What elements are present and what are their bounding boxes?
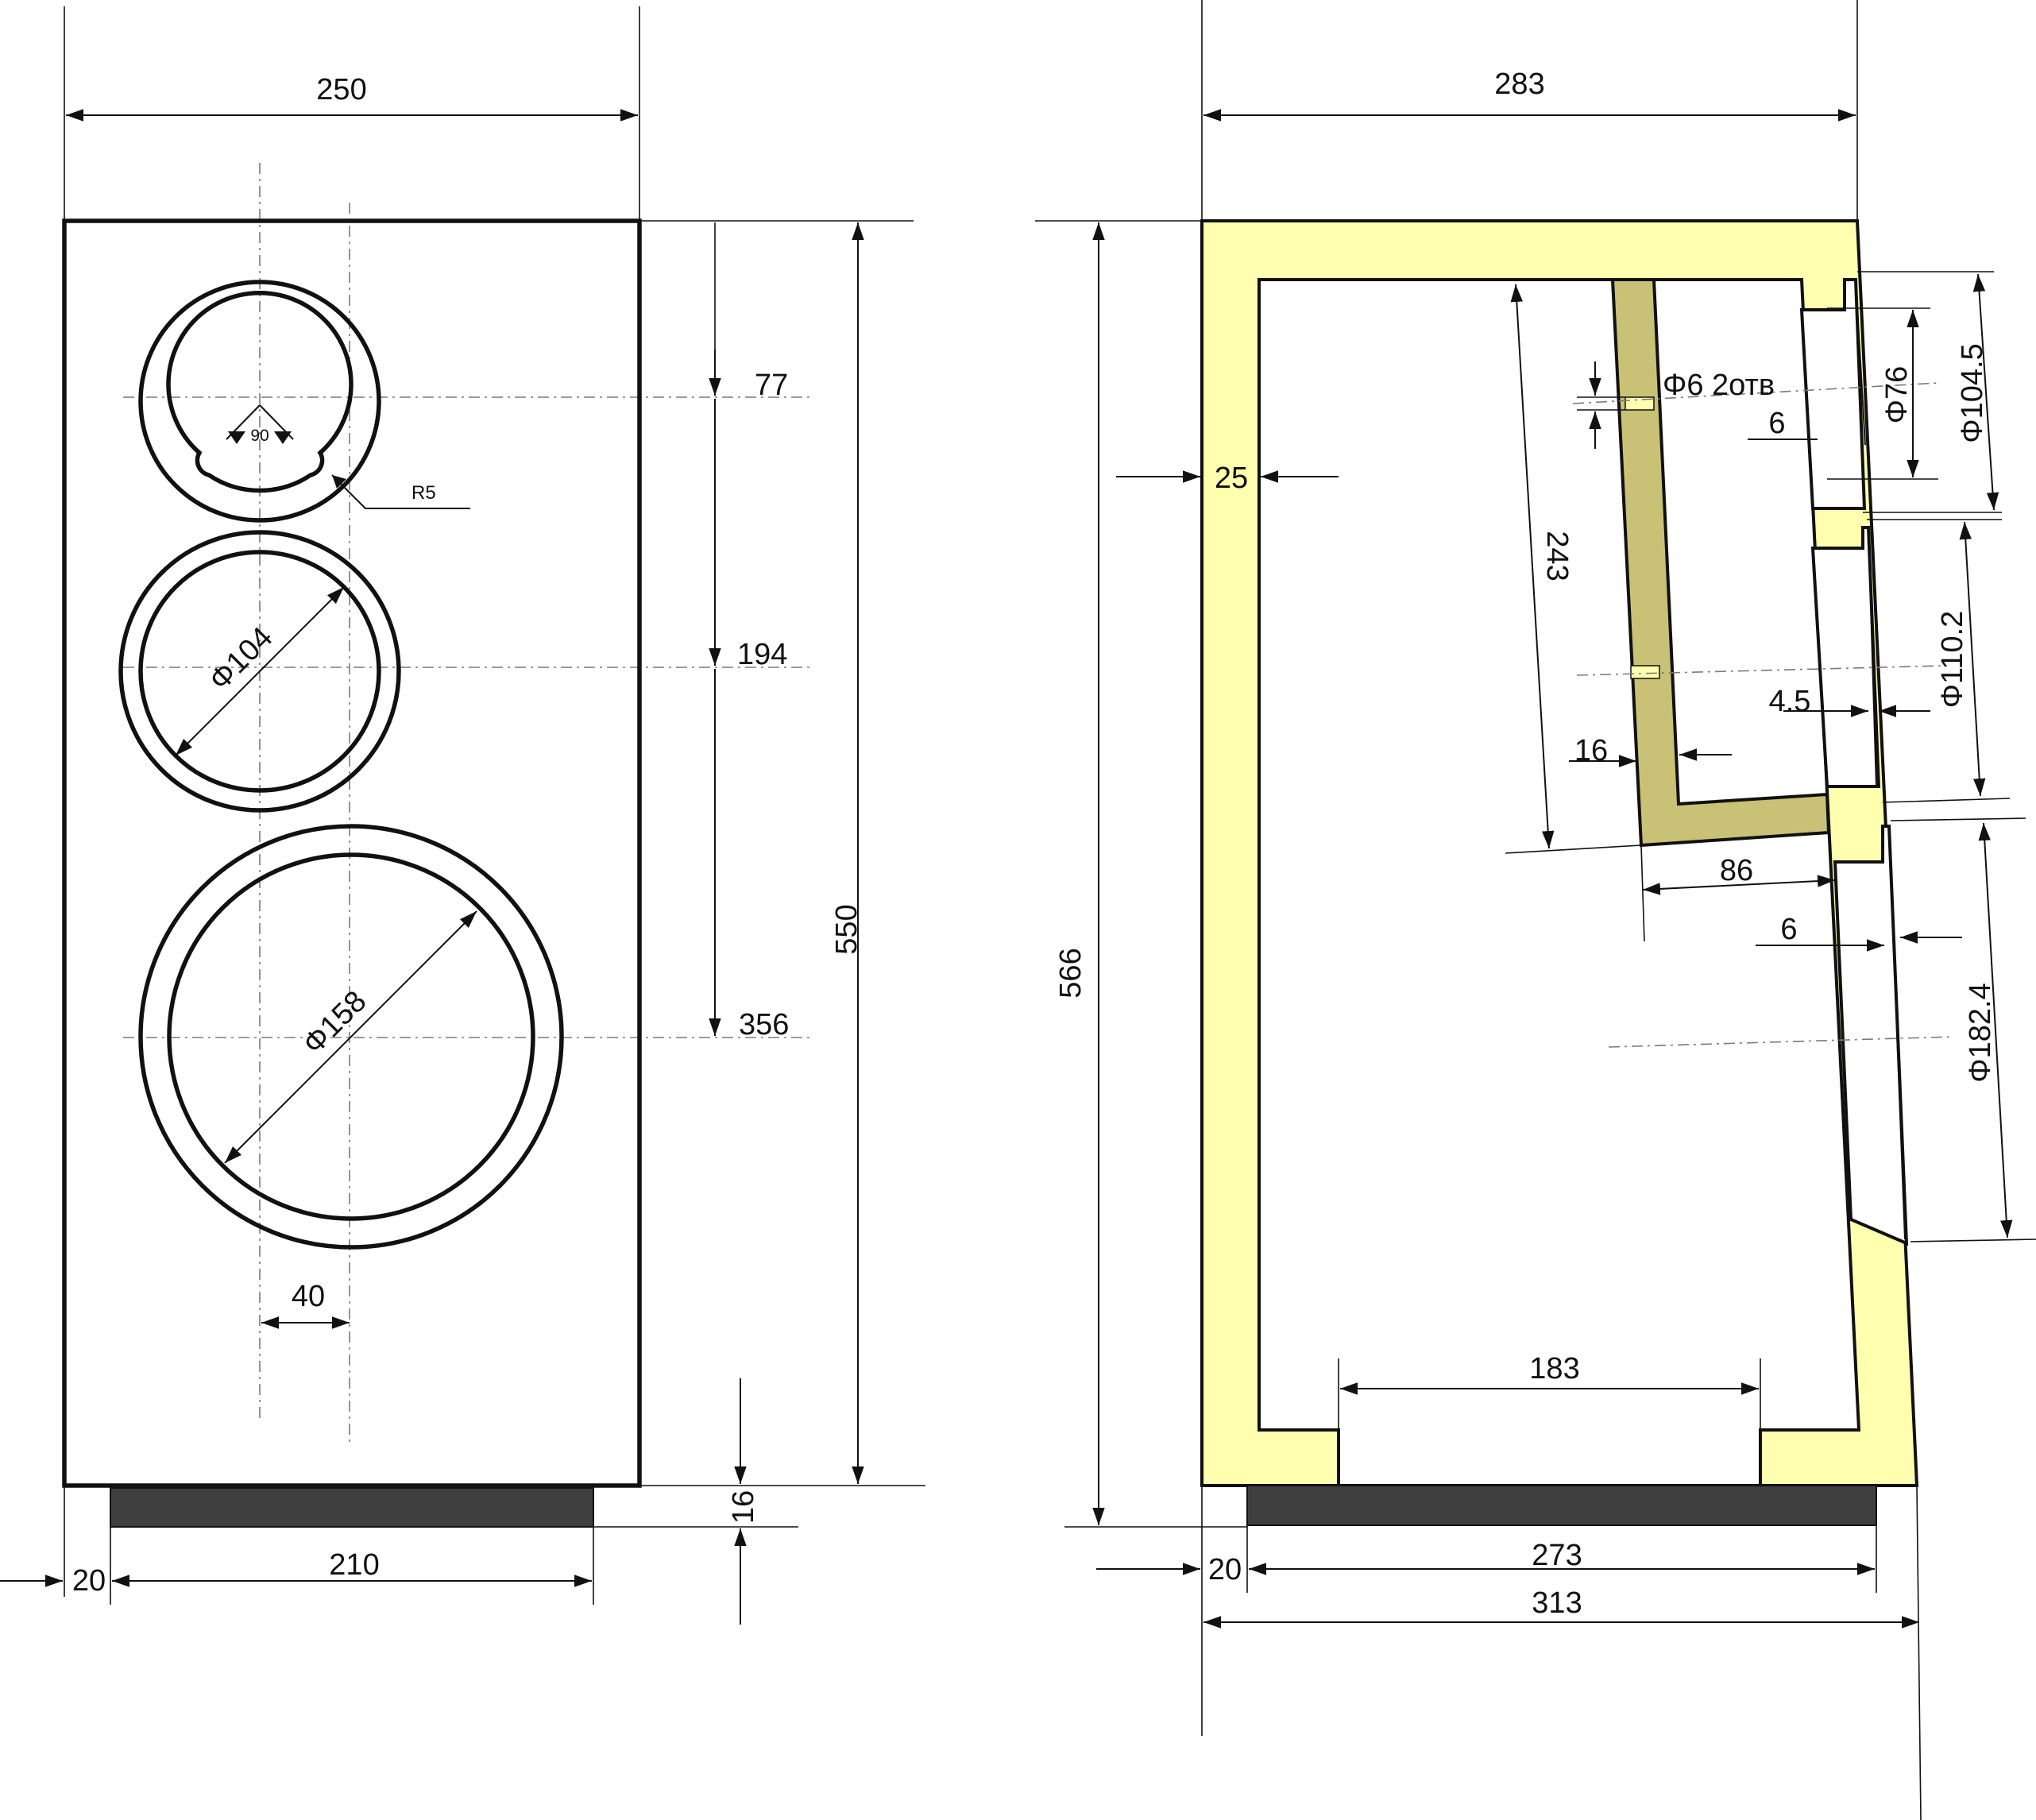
- tweeter-cutout-label: Φ76: [1880, 366, 1914, 424]
- front-width-label: 250: [316, 73, 366, 106]
- midrange-diameter-label: Φ104: [203, 621, 280, 697]
- tweeter-cutout: [166, 291, 353, 493]
- front-height-label: 550: [830, 904, 863, 954]
- baffle-step: [1855, 279, 1866, 446]
- midrange-cutout: [138, 550, 381, 793]
- woofer-cutout: [167, 852, 535, 1221]
- woofer-center-label: 356: [739, 1008, 789, 1041]
- front-base: [110, 1487, 594, 1528]
- midrange-flange-label: Φ110.2: [1936, 611, 1969, 709]
- side-view: 283 566 25 243 Φ6 2отв 16 86 183: [1035, 0, 2036, 1820]
- port-width-label: 183: [1529, 1352, 1579, 1385]
- woofer-recess-label: 6: [1780, 913, 1797, 946]
- midrange-center-label: 194: [737, 638, 787, 671]
- chamber-holes-label: Φ6 2отв: [1663, 369, 1775, 402]
- bottom-depth-label: 313: [1532, 1586, 1582, 1620]
- midrange-diameter-line: [175, 586, 345, 756]
- tweeter-angle-label: 90: [250, 427, 269, 445]
- base-width-label: 210: [329, 1548, 379, 1582]
- dim-line-tweeter-flange: [1972, 273, 1999, 511]
- center-line: [1608, 1036, 1955, 1048]
- r5-leader: [331, 474, 470, 509]
- chamber-height-label: 243: [1540, 531, 1574, 581]
- side-top-depth-label: 283: [1494, 68, 1544, 101]
- extension-line: [1916, 1485, 1922, 1820]
- base-height-label: 16: [727, 1490, 760, 1524]
- port-offset-label: 40: [292, 1280, 325, 1313]
- woofer-diameter-label: Φ158: [297, 985, 373, 1061]
- extension-line: [1640, 844, 1645, 942]
- tweeter-chamber: [1610, 278, 1831, 848]
- base-inset-label: 20: [72, 1564, 106, 1598]
- baffle-step: [1868, 527, 1877, 787]
- tweeter-flange-label: Φ104.5: [1956, 343, 1989, 442]
- tweeter-flange-ring: [138, 280, 381, 523]
- midrange-flange-ring: [118, 530, 401, 813]
- woofer-diameter-line: [224, 910, 477, 1164]
- chamber-wall-label: 16: [1574, 734, 1608, 767]
- tweeter-recess-label: 6: [1768, 407, 1785, 440]
- baffle-step: [1888, 825, 1906, 1240]
- leader-arrow: [332, 475, 346, 489]
- side-base-inset-label: 20: [1208, 1553, 1242, 1586]
- base-depth-label: 273: [1532, 1539, 1582, 1572]
- extension-line: [1910, 1238, 2036, 1242]
- front-view: 90 R5 Φ104 Φ158 40 250 550 77 194: [0, 6, 925, 1625]
- tweeter-center-label: 77: [755, 369, 788, 402]
- tweeter-recess: [1799, 278, 1867, 510]
- dim-line-chamber-depth: [1642, 875, 1836, 895]
- dim-line-chamber-height: [1510, 284, 1555, 849]
- chamber-depth-label: 86: [1720, 854, 1753, 887]
- front-panel-outline: [62, 218, 642, 1488]
- tweeter-notch-label: R5: [411, 482, 436, 504]
- extension-line: [1505, 844, 1642, 854]
- center-line: [1572, 382, 1939, 404]
- woofer-flange-label: Φ182.4: [1964, 983, 1997, 1082]
- dim-line-woofer-flange: [1978, 822, 2013, 1238]
- midrange-recess-label: 4.5: [1769, 685, 1811, 718]
- side-height-label: 566: [1054, 948, 1088, 998]
- extension-line: [1890, 817, 2026, 821]
- woofer-flange-ring: [138, 824, 564, 1250]
- chamber-hole: [1625, 396, 1655, 411]
- angle-arrow: [274, 431, 292, 444]
- center-line: [1576, 665, 1943, 676]
- chamber-hole: [1630, 665, 1660, 679]
- wall-thickness-label: 25: [1215, 462, 1248, 495]
- side-base: [1246, 1485, 1877, 1526]
- extension-line: [1882, 798, 2011, 803]
- dim-line-midrange-flange: [1959, 521, 1986, 797]
- angle-arrow: [228, 431, 245, 444]
